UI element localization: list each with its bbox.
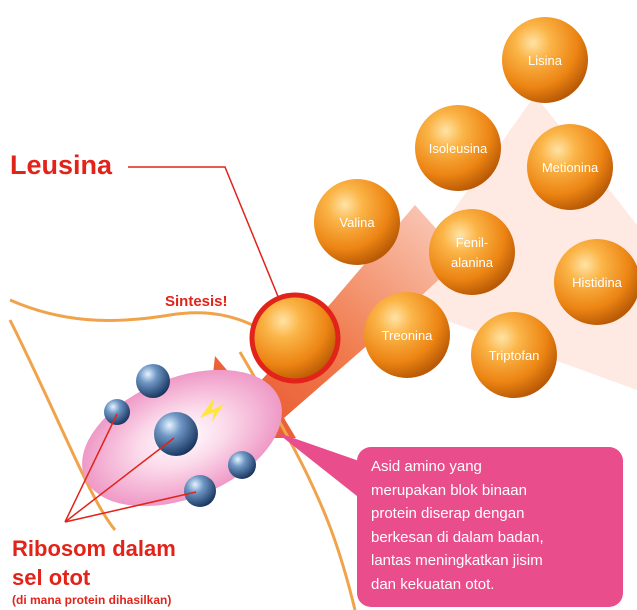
leucine-ball: [252, 295, 338, 381]
info-line: Asid amino yang: [371, 455, 617, 479]
ribosome: [184, 475, 216, 507]
ribosome-label-note: (di mana protein dihasilkan): [12, 593, 171, 607]
info-line: protein diserap dengan: [371, 502, 617, 526]
amino-acid-label: Triptofan: [489, 348, 540, 363]
ribosome: [136, 364, 170, 398]
amino-acid-ball: Valina: [314, 179, 400, 265]
amino-acid-label: Isoleusina: [429, 141, 488, 156]
amino-acid-label: Metionina: [542, 160, 599, 175]
amino-acid-ball: Isoleusina: [415, 105, 501, 191]
amino-acid-label: Fenil-: [456, 235, 489, 250]
amino-acid-ball: Triptofan: [471, 312, 557, 398]
info-box: Asid amino yang merupakan blok binaan pr…: [357, 447, 623, 607]
leucine-label: Leusina: [10, 150, 112, 181]
amino-acid-label: alanina: [451, 255, 494, 270]
ribosome: [228, 451, 256, 479]
info-line: berkesan di dalam badan,: [371, 526, 617, 550]
info-line: merupakan blok binaan: [371, 479, 617, 503]
info-line: dan kekuatan otot.: [371, 573, 617, 597]
muscle-cell-outline-top: [10, 300, 290, 352]
amino-acid-ball: Metionina: [527, 124, 613, 210]
amino-acid-label: Lisina: [528, 53, 563, 68]
amino-acid-ball: Fenil-alanina: [429, 209, 515, 295]
amino-acid-ball: Histidina: [554, 239, 637, 325]
amino-acid-label: Valina: [339, 215, 375, 230]
amino-acid-sphere: [429, 209, 515, 295]
ribosome-label-line2: sel otot: [12, 565, 90, 591]
amino-acid-label: Treonina: [382, 328, 434, 343]
amino-acid-ball: Treonina: [364, 292, 450, 378]
amino-acid-label: Histidina: [572, 275, 623, 290]
ribosome: [104, 399, 130, 425]
info-line: lantas meningkatkan jisim: [371, 549, 617, 573]
ribosome: [154, 412, 198, 456]
info-box-pointer: [276, 432, 362, 500]
amino-acid-ball: Lisina: [502, 17, 588, 103]
ribosome-label-line1: Ribosom dalam: [12, 536, 176, 562]
synthesis-label: Sintesis!: [165, 293, 228, 310]
